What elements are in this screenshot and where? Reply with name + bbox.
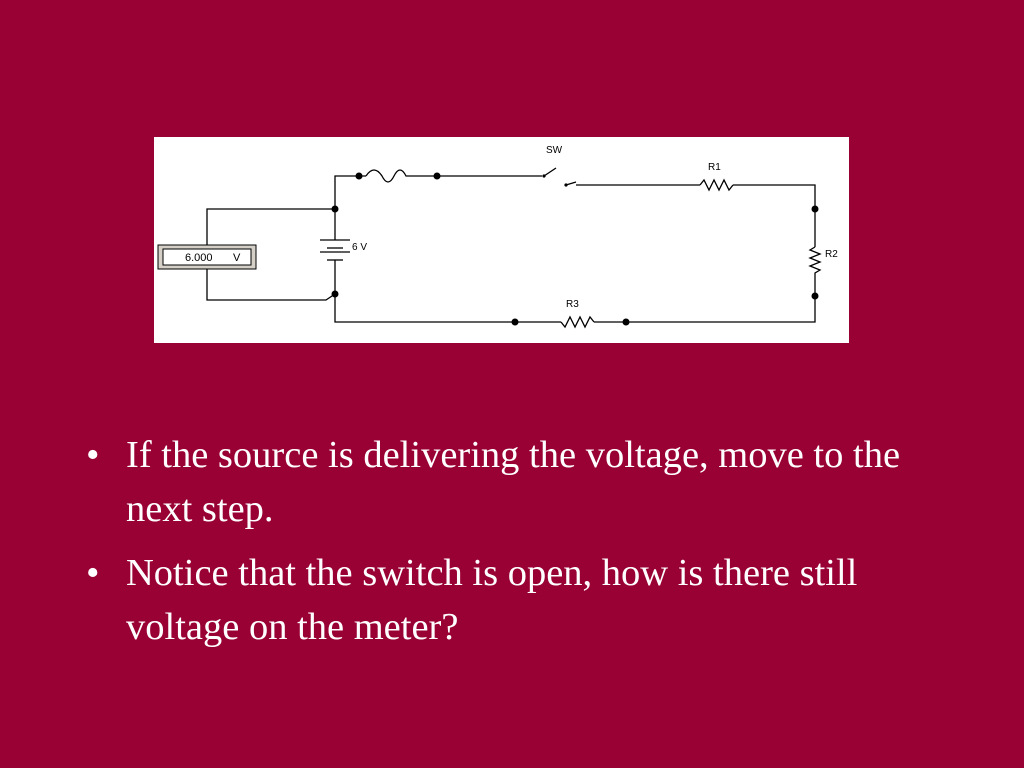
resistor-r2-label: R2 xyxy=(825,249,838,260)
battery-icon xyxy=(320,209,350,294)
meter-lead-bottom xyxy=(206,269,336,301)
node xyxy=(433,172,441,180)
meter-unit: V xyxy=(233,252,241,264)
node xyxy=(811,205,819,213)
bullet-icon: • xyxy=(86,434,100,476)
resistor-r3-icon xyxy=(560,315,595,329)
bullet-list: • If the source is delivering the voltag… xyxy=(84,428,964,664)
circuit-svg: 6.000 V SW 6 V R1 R2 R3 xyxy=(157,145,838,329)
bullet-text: Notice that the switch is open, how is t… xyxy=(126,552,858,648)
voltmeter: 6.000 V xyxy=(157,244,257,270)
meter-lead-top xyxy=(206,208,335,245)
resistor-r1-label: R1 xyxy=(708,162,721,173)
node xyxy=(511,318,519,326)
wire-bottom-left xyxy=(334,294,561,323)
bullet-text: If the source is delivering the voltage,… xyxy=(126,434,901,530)
wire-r1-right xyxy=(733,184,816,247)
wire-top-left xyxy=(334,175,366,209)
node xyxy=(622,318,630,326)
node xyxy=(355,172,363,180)
resistor-r3-label: R3 xyxy=(566,299,579,310)
wire-bottom-right xyxy=(594,296,816,323)
bullet-item: • Notice that the switch is open, how is… xyxy=(84,546,964,654)
node xyxy=(331,205,339,213)
resistor-r1-icon xyxy=(699,178,734,192)
circuit-diagram: 6.000 V SW 6 V R1 R2 R3 xyxy=(154,137,849,343)
fuse-icon xyxy=(365,169,414,183)
resistor-r2-icon xyxy=(808,246,822,296)
switch-label: SW xyxy=(546,145,563,156)
source-label: 6 V xyxy=(352,242,367,253)
bullet-icon: • xyxy=(86,552,100,594)
meter-reading: 6.000 xyxy=(185,252,213,264)
node xyxy=(811,292,819,300)
switch-icon xyxy=(542,167,577,187)
node xyxy=(331,290,339,298)
bullet-item: • If the source is delivering the voltag… xyxy=(84,428,964,536)
